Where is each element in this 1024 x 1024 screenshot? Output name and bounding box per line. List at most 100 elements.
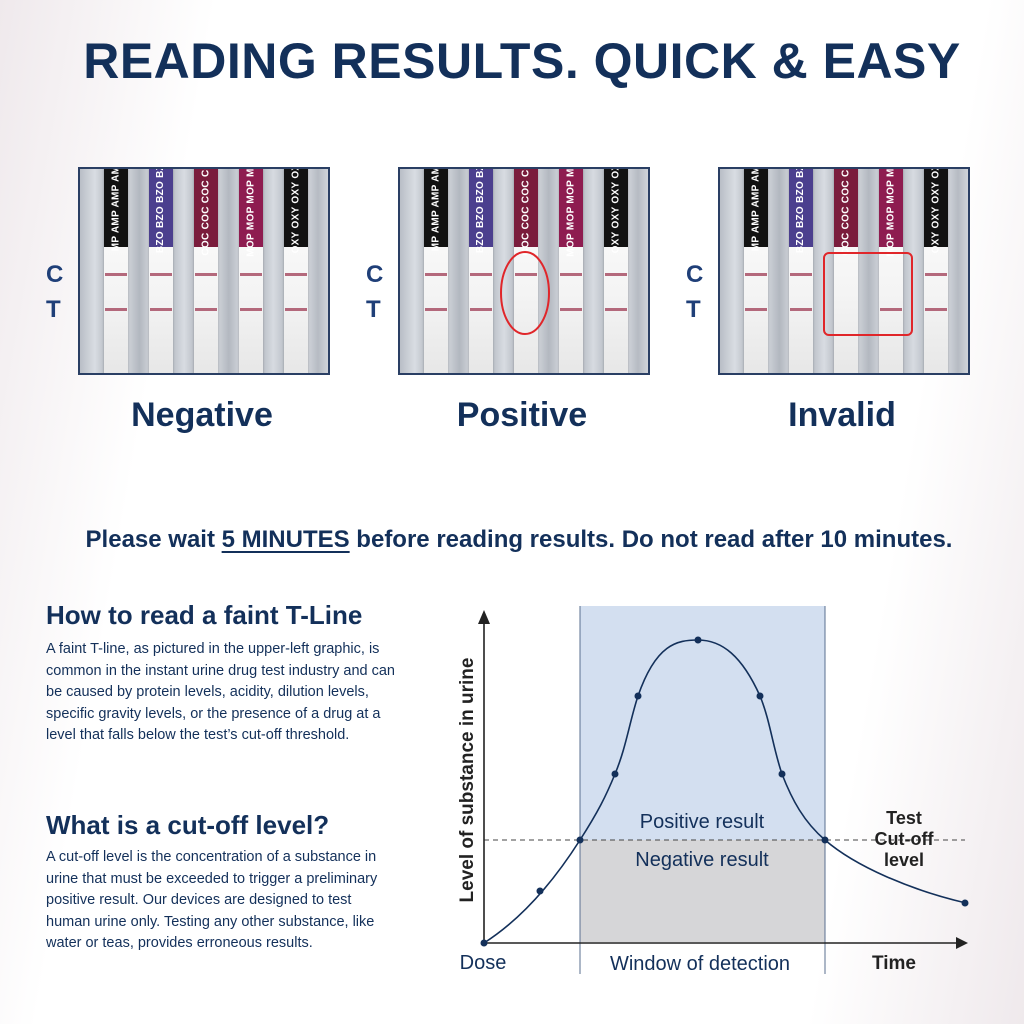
curve-point xyxy=(778,770,786,778)
strip-cap: COC COC COC CO xyxy=(834,169,858,255)
control-line xyxy=(745,273,767,276)
strip-cap: BZO BZO BZO BZ xyxy=(789,169,813,253)
y-axis-arrow xyxy=(478,610,490,624)
strip-cap: OXY OXY OXY OX xyxy=(604,169,628,253)
page-title: READING RESULTS. QUICK & EASY xyxy=(83,33,961,89)
curve-point xyxy=(611,770,619,778)
test-strip: BZO BZO BZO BZ xyxy=(789,169,813,373)
caption-positive: Positive xyxy=(456,396,588,434)
test-strip: MOP MOP MOP MO xyxy=(559,169,583,373)
t-label: T xyxy=(686,296,701,323)
negative-zone xyxy=(580,840,825,942)
test-strip: BZO BZO BZO BZ xyxy=(469,169,493,373)
c-label: C xyxy=(686,261,704,288)
positive-result-label: Positive result xyxy=(640,811,765,833)
control-line xyxy=(240,273,262,276)
test-line xyxy=(285,308,307,311)
test-line xyxy=(425,308,447,311)
strip-drug-label: OXY OXY OXY OX xyxy=(290,167,302,253)
test-line xyxy=(560,308,582,311)
cutoff-body: A cut-off level is the concentration of … xyxy=(46,849,378,952)
curve-point xyxy=(576,836,584,844)
curve-point xyxy=(756,692,764,700)
test-line xyxy=(195,308,217,311)
strip-drug-label: COC COC COC CO xyxy=(200,167,212,256)
curve-point xyxy=(634,692,642,700)
test-strip: MP AMP AMP AM xyxy=(744,169,768,373)
control-line xyxy=(560,273,582,276)
test-line xyxy=(745,308,767,311)
detection-window-diagram: Positive result Negative result Test Cut… xyxy=(457,606,969,975)
test-strip: MOP MOP MOP MO xyxy=(879,169,903,373)
strip-cap: MOP MOP MOP MO xyxy=(559,169,583,256)
test-strip: COC COC COC CO xyxy=(514,169,538,373)
test-strip: COC COC COC CO xyxy=(834,169,858,373)
curve-point xyxy=(821,836,829,844)
strip-cap: OXY OXY OXY OX xyxy=(924,169,948,253)
strip-drug-label: MP AMP AMP AM xyxy=(110,167,122,251)
strip-cap: COC COC COC CO xyxy=(194,169,218,255)
wait-suffix: before reading results. Do not read afte… xyxy=(349,526,953,553)
test-strip: OXY OXY OXY OX xyxy=(604,169,628,373)
negative-test-image: MP AMP AMP AM BZO BZO BZO BZ COC COC COC C… xyxy=(78,167,330,375)
control-line xyxy=(790,273,812,276)
test-strip: MP AMP AMP AM xyxy=(424,169,448,373)
test-line xyxy=(240,308,262,311)
wait-emphasis: 5 MINUTES xyxy=(221,526,350,553)
cutoff-heading: What is a cut-off level? xyxy=(46,810,330,840)
cutoff-label-line3: level xyxy=(884,850,924,870)
positive-zone xyxy=(580,606,825,840)
test-line xyxy=(150,308,172,311)
control-line xyxy=(470,273,492,276)
invalid-test-image: MP AMP AMP AM BZO BZO BZO BZ COC COC COC C… xyxy=(718,167,970,375)
t-label: T xyxy=(366,296,381,323)
cutoff-label-line2: Cut-off xyxy=(875,829,935,849)
test-line xyxy=(105,308,127,311)
test-line xyxy=(925,308,947,311)
faint-line-heading: How to read a faint T-Line xyxy=(46,600,363,630)
c-label: C xyxy=(46,261,64,288)
control-line xyxy=(285,273,307,276)
negative-result-label: Negative result xyxy=(635,849,769,871)
caption-negative: Negative xyxy=(131,396,273,434)
positive-highlight-ellipse xyxy=(500,251,550,335)
strip-cap: OXY OXY OXY OX xyxy=(284,169,308,253)
test-line xyxy=(470,308,492,311)
strip-cap: COC COC COC CO xyxy=(514,169,538,255)
test-strip: MOP MOP MOP MO xyxy=(239,169,263,373)
control-line xyxy=(515,273,537,276)
strip-cap: MP AMP AMP AM xyxy=(744,169,768,251)
control-line xyxy=(425,273,447,276)
control-line xyxy=(605,273,627,276)
caption-invalid: Invalid xyxy=(788,396,896,434)
c-label: C xyxy=(366,261,384,288)
strip-cap: MOP MOP MOP MO xyxy=(879,169,903,256)
test-strip: BZO BZO BZO BZ xyxy=(149,169,173,373)
test-line xyxy=(880,308,902,311)
strip-cap: MOP MOP MOP MO xyxy=(239,169,263,256)
strip-cap: MP AMP AMP AM xyxy=(424,169,448,251)
control-line xyxy=(195,273,217,276)
y-axis-label: Level of substance in urine xyxy=(457,658,478,903)
window-of-detection-label: Window of detection xyxy=(610,953,790,975)
test-strip: MP AMP AMP AM xyxy=(104,167,128,373)
cutoff-label-line1: Test xyxy=(886,808,922,828)
strip-drug-label: MOP MOP MOP MO xyxy=(245,167,257,257)
curve-point xyxy=(536,887,544,895)
test-line xyxy=(790,308,812,311)
positive-test-image: MP AMP AMP AM BZO BZO BZO BZ COC COC COC C… xyxy=(398,167,650,375)
time-label: Time xyxy=(872,953,916,974)
control-line xyxy=(105,273,127,276)
curve-points xyxy=(480,636,969,947)
strip-cap: BZO BZO BZO BZ xyxy=(149,169,173,253)
test-strip: COC COC COC CO xyxy=(194,169,218,373)
control-line xyxy=(150,273,172,276)
wait-prefix: Please wait xyxy=(85,526,222,553)
strip-cap: BZO BZO BZO BZ xyxy=(469,169,493,253)
x-axis-arrow xyxy=(956,937,968,949)
curve-point xyxy=(961,899,969,907)
test-strip: OXY OXY OXY OX xyxy=(284,169,308,373)
test-line xyxy=(605,308,627,311)
t-label: T xyxy=(46,296,61,323)
curve-point xyxy=(480,939,488,947)
